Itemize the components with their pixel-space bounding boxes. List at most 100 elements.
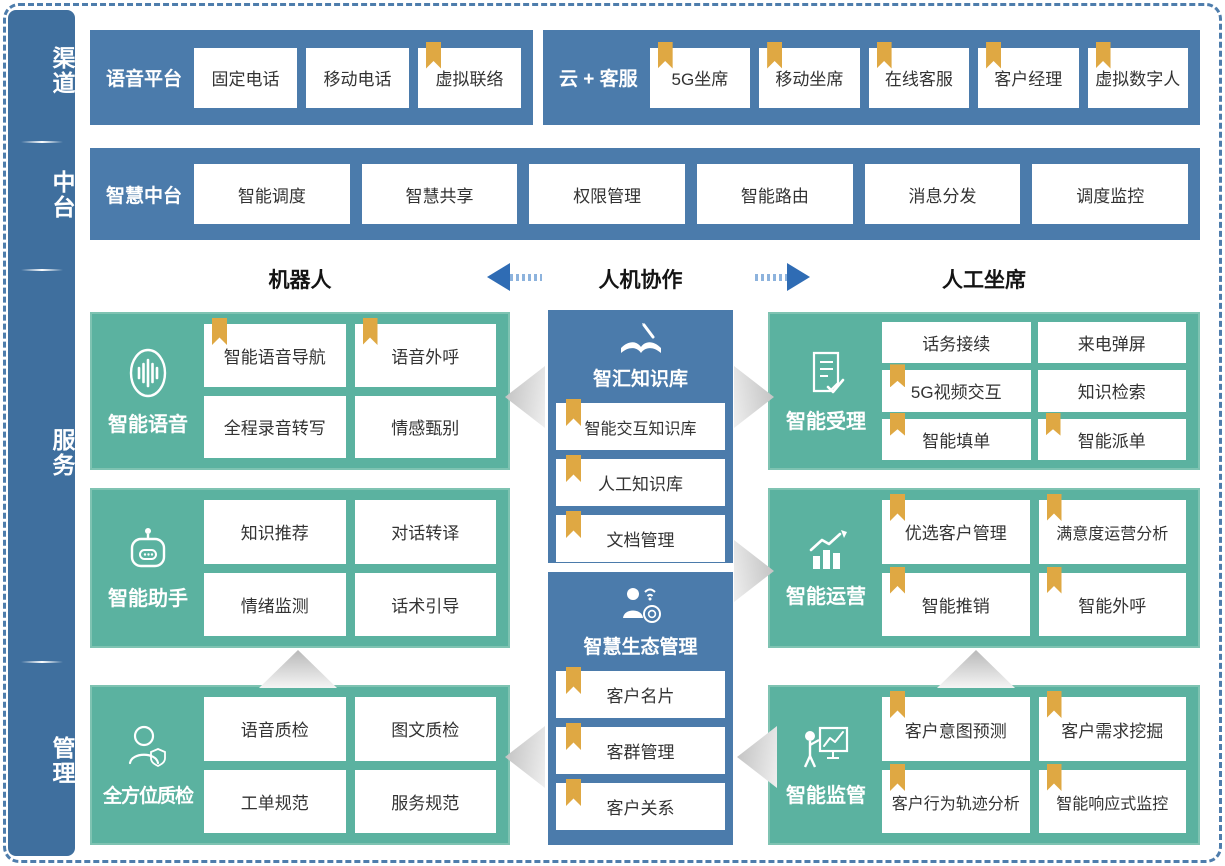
feature-box: 调度监控 <box>1032 164 1189 224</box>
feature-label: 智能推销 <box>921 596 990 616</box>
document-check-icon <box>806 349 846 397</box>
feature-box: 满意度运营分析 <box>1038 494 1186 564</box>
sidebar-item-midplatform: 中台 <box>49 170 75 220</box>
cloud-service-title: 云 + 客服 <box>559 69 638 90</box>
bookmark-icon <box>212 318 227 345</box>
bookmark-icon <box>566 511 581 538</box>
feature-box: 来电弹屏 <box>1037 322 1186 364</box>
sidebar-item-management: 管理 <box>49 736 75 786</box>
bookmark-icon <box>1095 41 1111 69</box>
feature-box: 人工知识库 <box>556 455 725 506</box>
smart-voice-block: 智能语音 智能语音导航 语音外呼 全程录音转写 情感甄别 <box>90 312 510 470</box>
feature-box: 客户关系 <box>556 779 725 830</box>
feature-box: 智能语音导航 <box>204 318 346 387</box>
right-arrow-icon <box>755 263 810 291</box>
feature-box: 移动电话 <box>306 47 410 108</box>
feature-label: 客户经理 <box>994 70 1063 89</box>
feature-box: 智能外呼 <box>1038 566 1186 636</box>
bookmark-icon <box>890 691 905 718</box>
bookmark-icon <box>566 723 581 750</box>
section-header-robot: 机器人 <box>268 269 332 292</box>
feature-box: 5G坐席 <box>649 41 751 108</box>
feature-box: 话术引导 <box>354 572 496 636</box>
block-title: 智能运营 <box>786 585 866 608</box>
feature-label: 服务规范 <box>391 793 460 813</box>
knowledge-hub-block: 智汇知识库 智能交互知识库 人工知识库 文档管理 <box>548 310 733 563</box>
feature-box: 智能交互知识库 <box>556 399 725 450</box>
feature-label: 智能路由 <box>740 186 809 206</box>
feature-label: 智慧共享 <box>405 186 474 206</box>
bookmark-icon <box>566 399 581 426</box>
voice-platform-band: 语音平台 固定电话 移动电话 虚拟联络 <box>90 30 533 125</box>
sidebar-divider <box>20 661 63 663</box>
presenter-board-icon <box>801 723 851 771</box>
left-arrow-icon <box>487 263 542 291</box>
bookmark-icon <box>890 364 905 388</box>
bookmark-icon <box>426 41 442 69</box>
arrow-dash-tail <box>510 273 542 281</box>
book-pen-icon <box>615 322 667 360</box>
feature-box: 移动坐席 <box>759 41 860 108</box>
bookmark-icon <box>890 764 905 791</box>
feature-box: 服务规范 <box>354 769 496 833</box>
feature-label: 调度监控 <box>1076 186 1145 206</box>
feature-label: 满意度运营分析 <box>1056 525 1169 543</box>
feature-box: 语音质检 <box>204 697 346 761</box>
feature-label: 情绪监测 <box>240 596 309 616</box>
smart-voice-label: 智能语音 <box>92 314 204 468</box>
smart-middle-items: 智能调度 智慧共享 权限管理 智能路由 消息分发 调度监控 <box>194 164 1200 224</box>
feature-label: 智能响应式监控 <box>1056 795 1169 813</box>
feature-box: 客户名片 <box>556 667 725 718</box>
bookmark-icon <box>890 494 905 521</box>
cloud-service-band: 云 + 客服 5G坐席 移动坐席 在线客服 客户经理 虚拟数字人 <box>543 30 1200 125</box>
cloud-service-items: 5G坐席 移动坐席 在线客服 客户经理 虚拟数字人 <box>649 41 1200 108</box>
smart-acceptance-label: 智能受理 <box>770 314 882 468</box>
feature-label: 5G坐席 <box>671 70 729 89</box>
feature-label: 智能调度 <box>237 186 306 206</box>
feature-label: 客户需求挖掘 <box>1061 721 1164 741</box>
feature-box: 权限管理 <box>529 164 686 224</box>
feature-box: 智能响应式监控 <box>1038 764 1186 833</box>
smart-assistant-block: 智能助手 知识推荐 对话转译 情绪监测 话术引导 <box>90 488 510 648</box>
category-sidebar: 渠道 中台 服务 管理 <box>8 10 75 856</box>
feature-box: 文档管理 <box>556 511 725 562</box>
smart-supervision-items: 客户意图预测 客户需求挖掘 客户行为轨迹分析 智能响应式监控 <box>882 687 1198 843</box>
bookmark-icon <box>1046 566 1062 594</box>
feature-label: 客群管理 <box>606 743 675 762</box>
feature-box: 客户意图预测 <box>882 691 1030 761</box>
smart-operation-items: 优选客户管理 满意度运营分析 智能推销 智能外呼 <box>882 490 1198 646</box>
feature-label: 人工知识库 <box>598 475 683 494</box>
smart-operation-block: 智能运营 优选客户管理 满意度运营分析 智能推销 智能外呼 <box>768 488 1200 648</box>
quality-inspection-label: 全方位质检 <box>92 687 204 843</box>
knowledge-hub-items: 智能交互知识库 人工知识库 文档管理 <box>548 399 733 572</box>
block-title: 智能语音 <box>108 413 188 436</box>
person-wifi-icon <box>615 584 667 628</box>
feature-label: 虚拟数字人 <box>1095 70 1181 89</box>
smart-operation-label: 智能运营 <box>770 490 882 646</box>
smart-voice-items: 智能语音导航 语音外呼 全程录音转写 情感甄别 <box>204 314 508 468</box>
connector-triangle-up-icon <box>259 650 337 688</box>
feature-label: 智能语音导航 <box>223 347 326 367</box>
feature-label: 虚拟联络 <box>435 70 504 89</box>
robot-icon <box>125 526 171 574</box>
smart-acceptance-items: 话务接续 来电弹屏 5G视频交互 知识检索 智能填单 智能派单 <box>882 314 1198 468</box>
sidebar-item-service: 服务 <box>49 428 75 478</box>
feature-label: 对话转译 <box>391 524 460 544</box>
feature-label: 话术引导 <box>391 596 460 616</box>
chart-up-icon <box>803 528 849 572</box>
block-title: 智能监管 <box>786 784 866 807</box>
arrow-dash-tail <box>755 273 787 281</box>
feature-label: 语音外呼 <box>391 347 460 367</box>
feature-box: 智能推销 <box>882 566 1030 636</box>
feature-label: 客户名片 <box>606 687 675 706</box>
block-title: 智能助手 <box>108 587 188 610</box>
feature-label: 智能派单 <box>1077 431 1146 451</box>
smart-middle-title: 智慧中台 <box>106 185 183 207</box>
feature-label: 文档管理 <box>606 531 675 550</box>
feature-box: 智慧共享 <box>361 164 518 224</box>
feature-label: 5G视频交互 <box>910 383 1002 403</box>
connector-chevron-left-icon <box>505 726 545 788</box>
bookmark-icon <box>566 455 581 482</box>
feature-box: 工单规范 <box>204 769 346 833</box>
